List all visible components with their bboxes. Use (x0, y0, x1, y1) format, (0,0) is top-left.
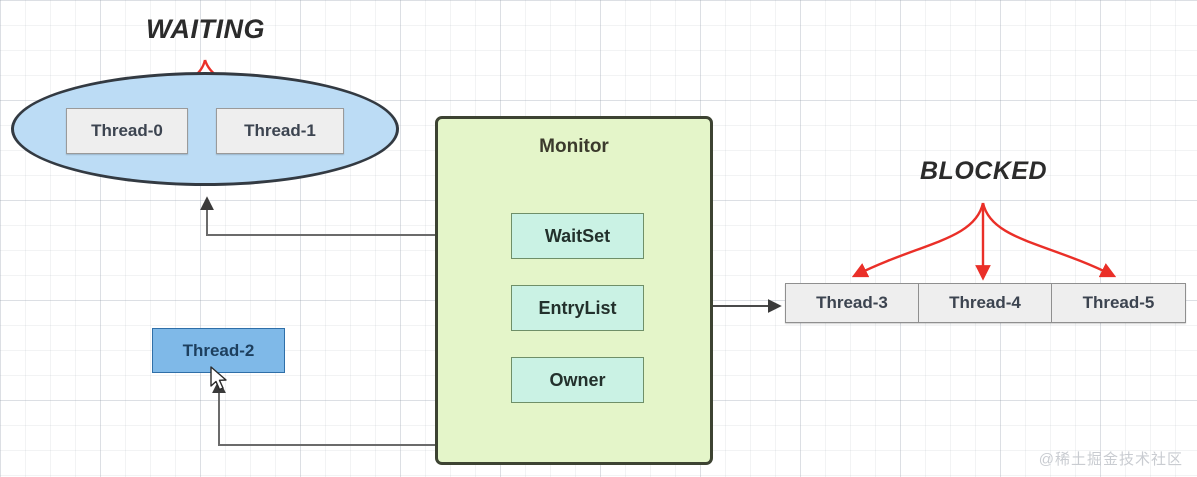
watermark: @稀土掘金技术社区 (1038, 451, 1183, 468)
monitor-slot-waitset[interactable]: WaitSet (511, 213, 644, 259)
thread-box-thread-0[interactable]: Thread-0 (66, 108, 188, 154)
monitor-title: Monitor (539, 136, 609, 157)
monitor-slot-entrylist[interactable]: EntryList (511, 285, 644, 331)
blocked-callout-arrows (851, 202, 1117, 281)
monitor-container: Monitor WaitSet EntryList Owner (435, 116, 713, 465)
thread-box-thread-1[interactable]: Thread-1 (216, 108, 344, 154)
waiting-section-title: WAITING (146, 14, 265, 44)
queue-cell-thread-5[interactable]: Thread-5 (1082, 293, 1155, 312)
blocked-thread-queue: Thread-3 Thread-4 Thread-5 (785, 283, 1186, 323)
queue-cell-thread-3[interactable]: Thread-3 (786, 284, 919, 322)
blocked-section-title: BLOCKED (920, 157, 1048, 185)
queue-cell-thread-4[interactable]: Thread-4 (919, 284, 1052, 322)
thread-box-thread-2[interactable]: Thread-2 (152, 328, 285, 373)
connector-waitset-to-waiting (200, 196, 508, 236)
monitor-slot-owner[interactable]: Owner (511, 357, 644, 403)
mouse-cursor-icon (210, 366, 227, 391)
